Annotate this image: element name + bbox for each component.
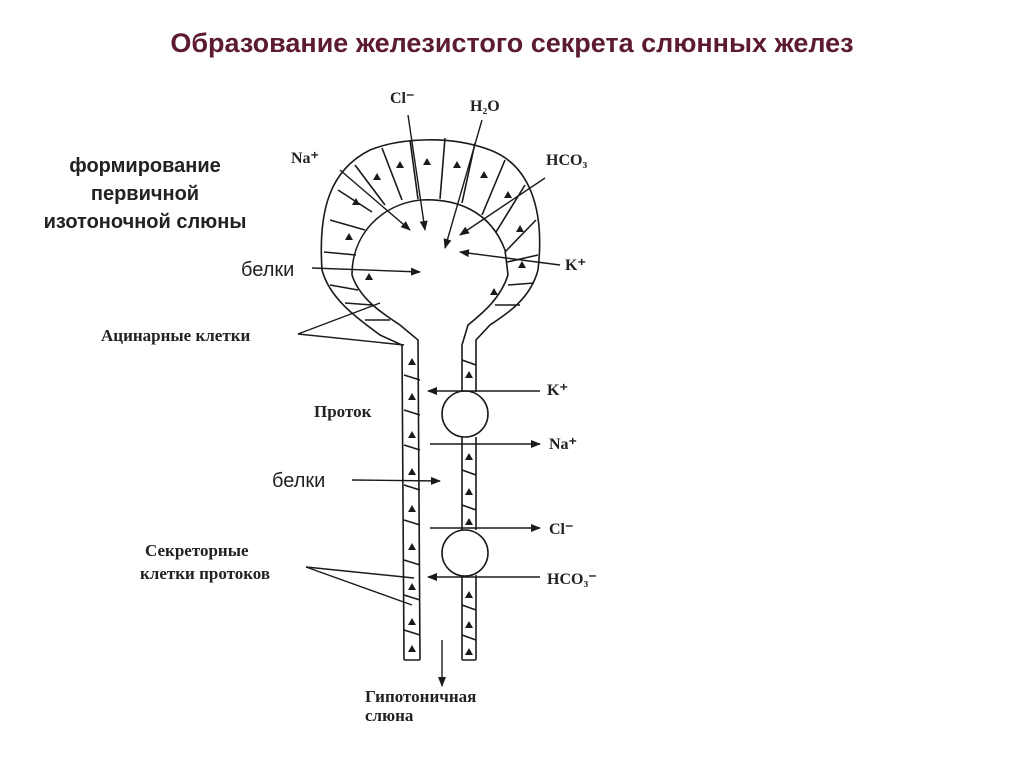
ion-na-top: Na⁺ <box>291 150 319 167</box>
duct <box>321 269 539 661</box>
duct-left-inner-wall <box>351 274 421 661</box>
acinus <box>320 137 541 276</box>
slide-title: Образование железистого секрета слюнных … <box>170 28 854 58</box>
pointer-secretory-1 <box>305 566 415 579</box>
pointer-acinar-2 <box>297 333 405 346</box>
label-proteins-mid: белки <box>272 470 325 492</box>
duct-right-mid-wall <box>461 437 477 530</box>
label-primary-saliva-line2: первичной <box>91 183 199 205</box>
ion-k-top: K⁺ <box>565 257 586 274</box>
ion-cl-top: Cl⁻ <box>390 90 414 107</box>
transport-arrows <box>297 114 561 687</box>
ion-hco3-duct: HCO₃⁻ <box>547 571 597 588</box>
label-proteins-top: белки <box>241 259 294 281</box>
duct-right-low-wall <box>461 575 477 660</box>
ion-na-duct: Na⁺ <box>549 436 577 453</box>
duct-right-inner-wall <box>461 274 509 392</box>
ion-labels: Cl⁻ H₂O Na⁺ HCO₃ K⁺ K⁺ Na⁺ Cl⁻ HCO₃⁻ <box>291 90 597 588</box>
label-duct: Проток <box>314 402 372 421</box>
label-secretory-line2: клетки протоков <box>140 564 270 583</box>
duct-round-cell-lower <box>441 529 489 577</box>
label-acinar-cells: Ацинарные клетки <box>101 326 251 345</box>
ion-cl-duct: Cl⁻ <box>549 521 573 538</box>
arrow-na-in <box>339 169 411 231</box>
label-hypotonic-line1: Гипотоничная <box>365 687 476 706</box>
acinus-outer-wall <box>320 139 541 271</box>
acinus-inner-wall <box>351 199 509 276</box>
label-hypotonic-line2: слюна <box>365 706 414 725</box>
arrow-k-in-acinus <box>459 249 561 266</box>
label-primary-saliva-line1: формирование <box>69 155 221 177</box>
ion-h2o: H₂O <box>470 98 500 115</box>
ion-hco3-top: HCO₃ <box>546 152 587 169</box>
pointer-acinar-1 <box>297 302 381 335</box>
arrow-proteins-top <box>311 267 421 276</box>
ion-k-duct: K⁺ <box>547 382 568 399</box>
arrow-h2o-in <box>443 119 483 249</box>
pointer-secretory-2 <box>305 566 413 606</box>
acinar-nuclei <box>345 158 526 268</box>
duct-round-cell-upper <box>441 390 489 438</box>
left-labels: формирование первичной изотоночной слюны… <box>44 155 477 725</box>
label-primary-saliva-line3: изотоночной слюны <box>44 211 247 233</box>
duct-cell-divisions <box>329 282 535 641</box>
duct-left-outer-wall <box>321 269 405 661</box>
arrow-proteins-mid <box>351 476 441 485</box>
arrow-hco3-in <box>459 177 546 236</box>
arrow-cl-in <box>407 114 428 231</box>
duct-nuclei <box>365 273 498 655</box>
label-secretory-line1: Секреторные <box>145 541 249 560</box>
duct-right-outer-wall <box>475 269 539 392</box>
